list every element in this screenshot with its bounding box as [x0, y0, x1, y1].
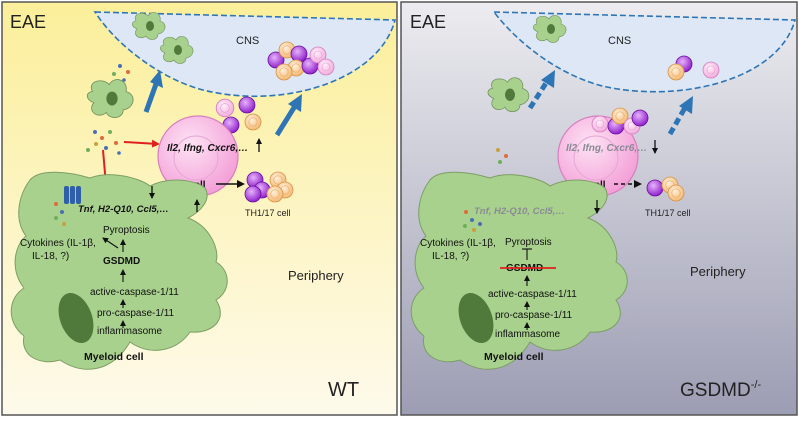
wt-pyroptosis: Pyroptosis: [103, 225, 150, 236]
ko-migration-arrow-2: [667, 104, 689, 136]
ko-cytokines-line2: IL-18, ?): [432, 251, 469, 262]
wt-migration-arrow-2: [274, 104, 298, 137]
wt-myeloid-genes: Tnf, H2-Q10, Ccl5,…: [78, 204, 169, 215]
ko-migration-arrow-1: [527, 78, 551, 110]
wt-migration-arrow-1: [143, 83, 159, 113]
wt-red-arrow-to-tcell: [123, 139, 160, 148]
ko-myeloid-label: Myeloid cell: [484, 351, 544, 363]
ko-cns-compartment: [492, 11, 797, 93]
wt-membrane-receptor: [64, 186, 81, 204]
ko-panel: CNS Il2, Ifng, Cxcr6,… T cell: [400, 1, 798, 416]
wt-cytokines-line2: IL-18, ?): [32, 251, 69, 262]
ko-th-label: TH1/17 cell: [645, 208, 691, 218]
wt-cns-compartment: [93, 11, 397, 98]
ko-membrane-cytokines: [463, 210, 482, 232]
ko-myeloid-nucleus: [458, 292, 494, 344]
wt-inflammasome: inflammasome: [97, 326, 162, 337]
wt-panel: CNS: [1, 1, 398, 416]
ko-cns-label: CNS: [608, 35, 631, 47]
wt-myeloid-label: Myeloid cell: [84, 351, 144, 363]
ko-periphery-label: Periphery: [690, 264, 746, 279]
ko-cytokine-dots: [496, 148, 508, 164]
wt-th-label: TH1/17 cell: [245, 208, 291, 218]
ko-active-caspase: active-caspase-1/11: [488, 289, 577, 300]
wt-tcell-genes: Il2, Ifng, Cxcr6,…: [167, 143, 248, 154]
wt-membrane-cytokines: [54, 202, 66, 226]
wt-cytokines-line1: Cytokines (IL-1β,: [20, 238, 96, 249]
ko-inflammasome: inflammasome: [495, 329, 560, 340]
wt-gsdmd: GSDMD: [103, 256, 140, 267]
ko-eae-label: EAE: [410, 12, 446, 32]
ko-myeloid-genes: Tnf, H2-Q10, Ccl5,…: [474, 206, 565, 217]
wt-eae-label: EAE: [10, 12, 46, 32]
ko-tcell-genes: Il2, Ifng, Cxcr6,…: [566, 143, 647, 154]
ko-pyroptosis: Pyroptosis: [505, 237, 552, 248]
wt-active-caspase: active-caspase-1/11: [90, 287, 179, 298]
ko-pro-caspase: pro-caspase-1/11: [495, 310, 573, 321]
wt-cytokine-dots: [86, 130, 121, 155]
wt-pro-caspase: pro-caspase-1/11: [97, 308, 175, 319]
wt-genotype-label: WT: [328, 379, 359, 401]
wt-cns-label: CNS: [236, 35, 259, 47]
ko-cytokines-line1: Cytokines (IL-1β,: [420, 238, 496, 249]
wt-cns-cytokines: [112, 64, 130, 82]
wt-periphery-label: Periphery: [288, 268, 344, 283]
ko-genotype-label: GSDMD-/-: [680, 379, 761, 401]
wt-myeloid-nucleus: [58, 292, 94, 344]
